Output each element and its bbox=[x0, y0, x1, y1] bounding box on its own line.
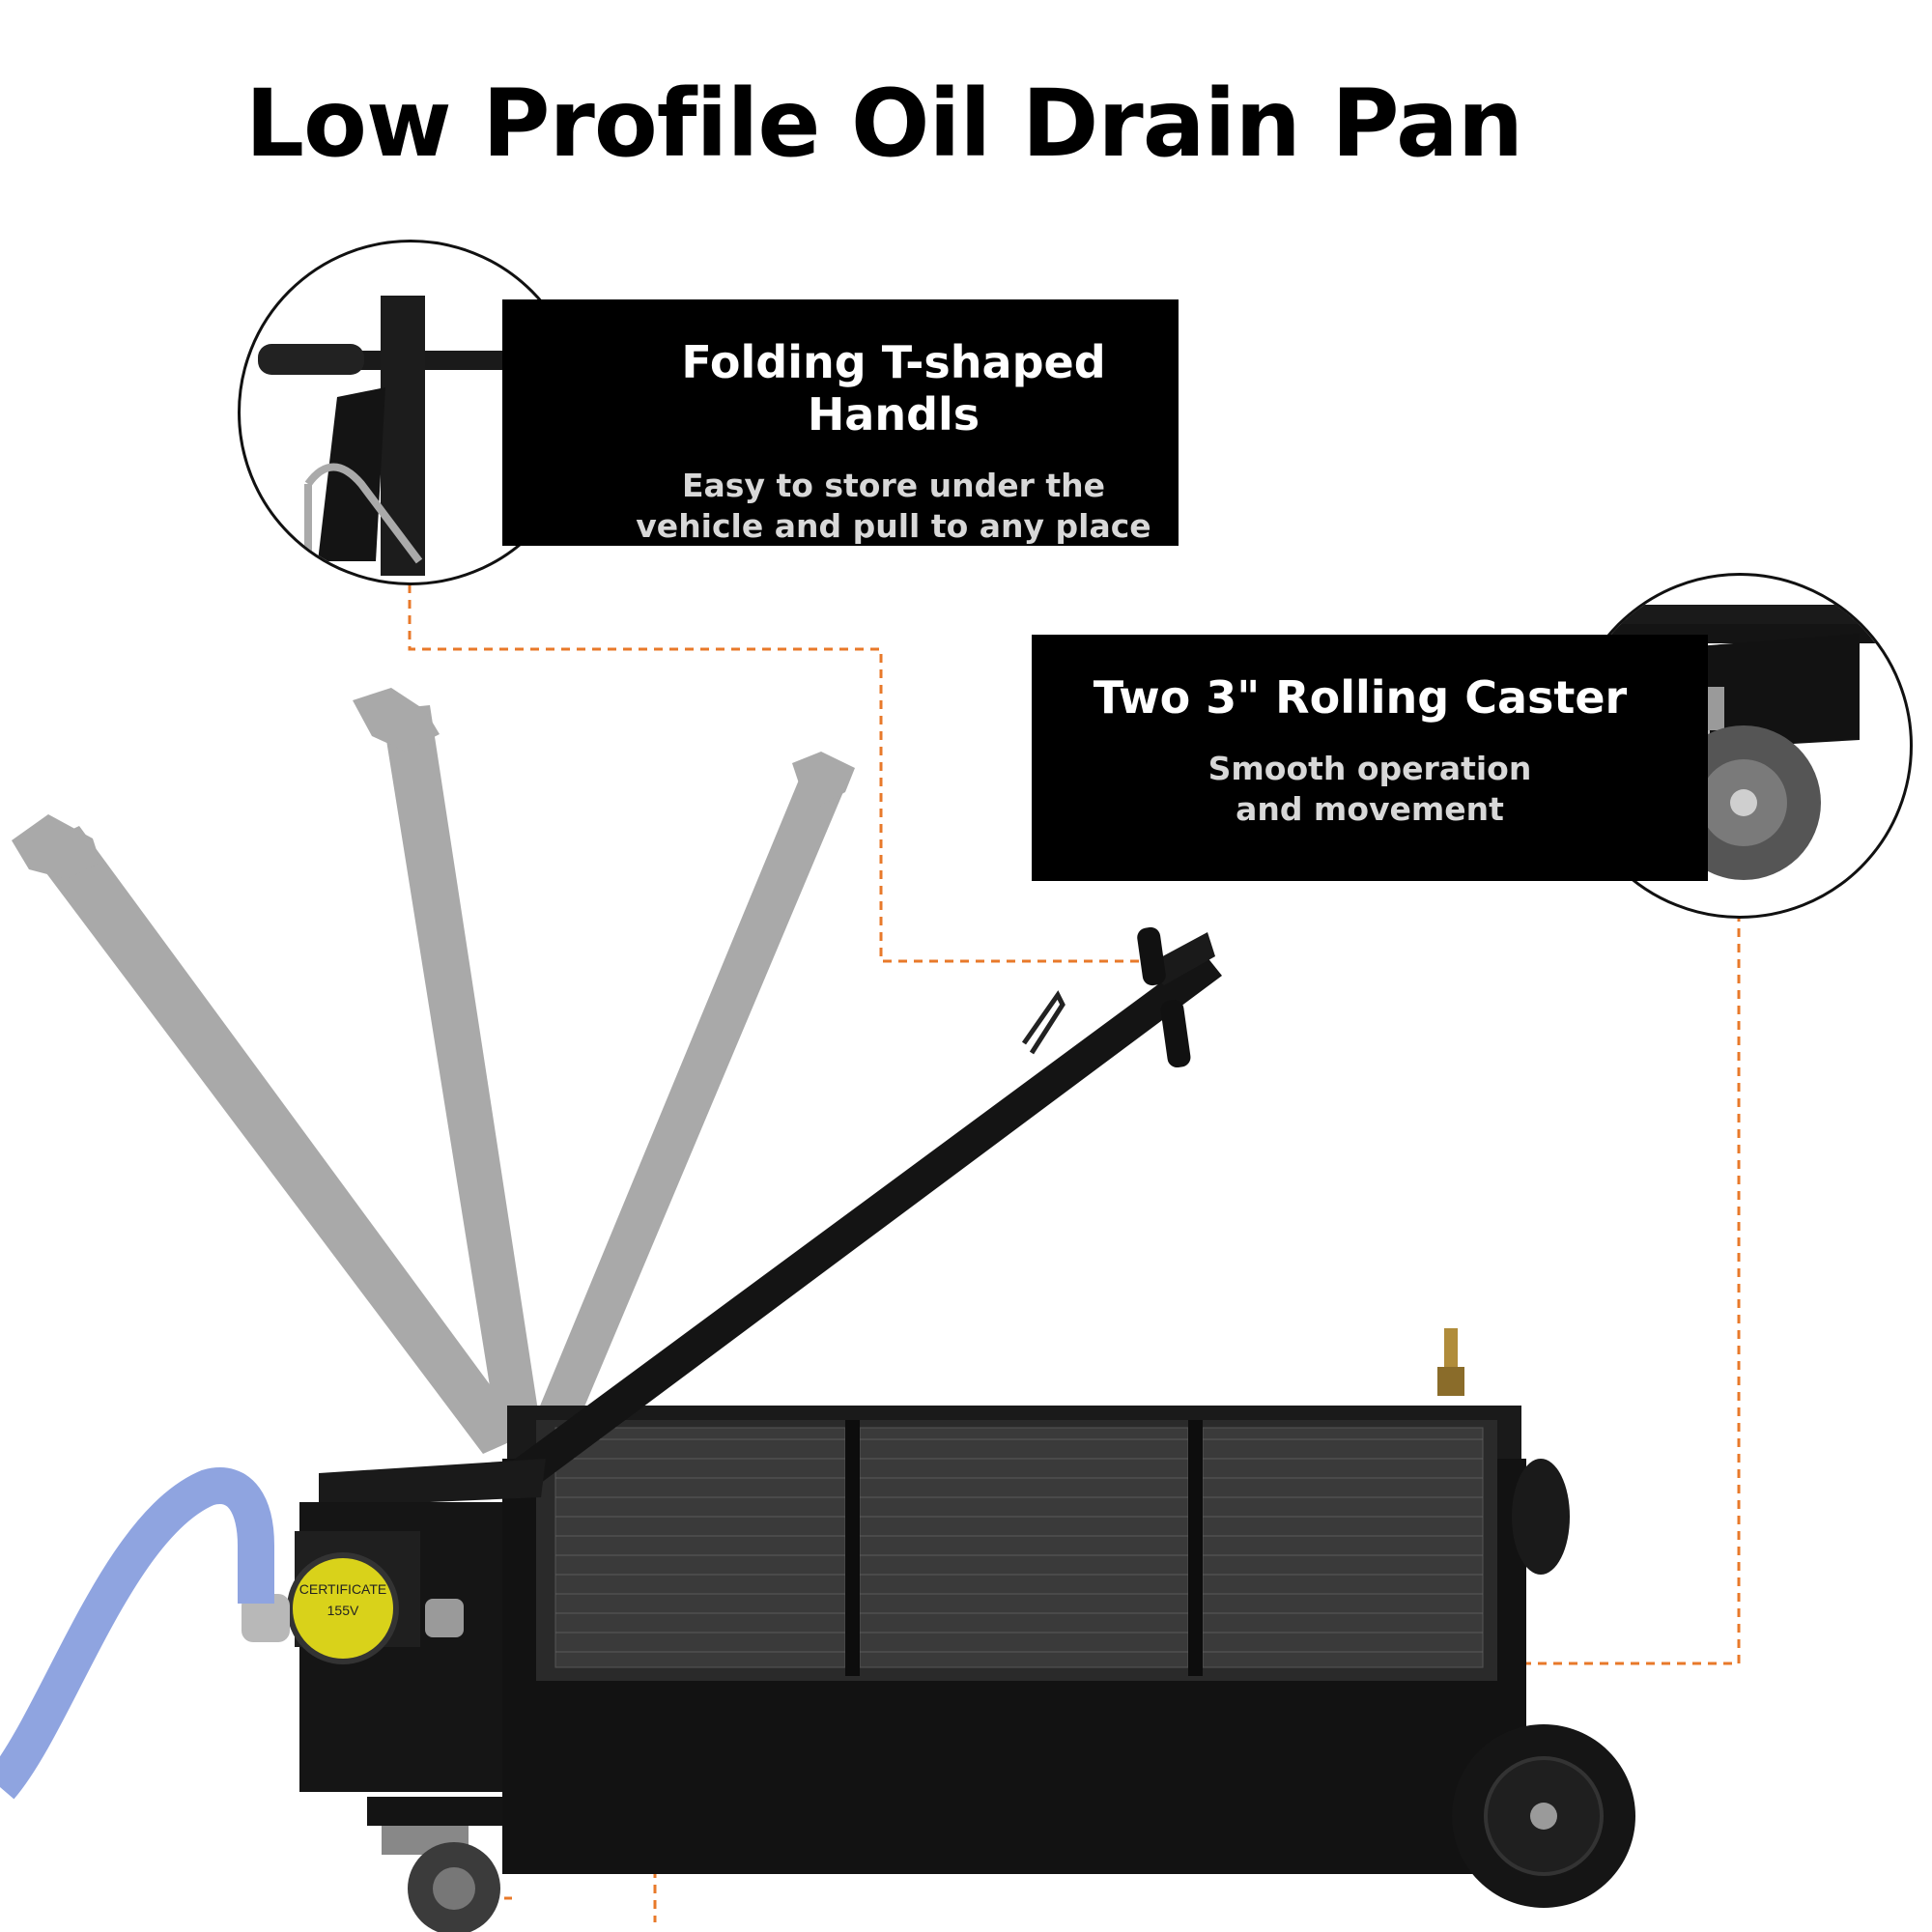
callout-heading: Folding T-shaped Handls bbox=[681, 336, 1106, 440]
callout-line-2: and movement bbox=[1236, 790, 1504, 828]
ghost-handles bbox=[12, 688, 855, 1454]
drain-hose bbox=[0, 1467, 274, 1800]
callout-line-1: Easy to store under the bbox=[681, 467, 1106, 504]
tray-body bbox=[502, 1328, 1526, 1874]
pump-label: CERTIFICATE bbox=[299, 1581, 387, 1597]
callout-folding-handle: Folding T-shaped Handls Easy to store un… bbox=[502, 299, 1179, 546]
rear-wheel bbox=[1452, 1724, 1635, 1908]
callout-rolling-caster: Two 3" Rolling Caster Smooth operation a… bbox=[1032, 635, 1708, 881]
front-caster bbox=[382, 1826, 500, 1932]
callout-heading: Two 3" Rolling Caster bbox=[1093, 671, 1628, 724]
rear-wheel-inner bbox=[1512, 1459, 1570, 1575]
pump-voltage: 155V bbox=[327, 1603, 359, 1618]
pump-assembly: CERTIFICATE 155V bbox=[242, 1459, 546, 1826]
main-handle bbox=[478, 926, 1222, 1497]
page-title: Low Profile Oil Drain Pan bbox=[244, 70, 1523, 178]
callout-line-1: Smooth operation bbox=[1208, 750, 1532, 787]
callout-line-2: vehicle and pull to any place bbox=[636, 507, 1151, 545]
handle-detail-icon bbox=[258, 296, 550, 576]
